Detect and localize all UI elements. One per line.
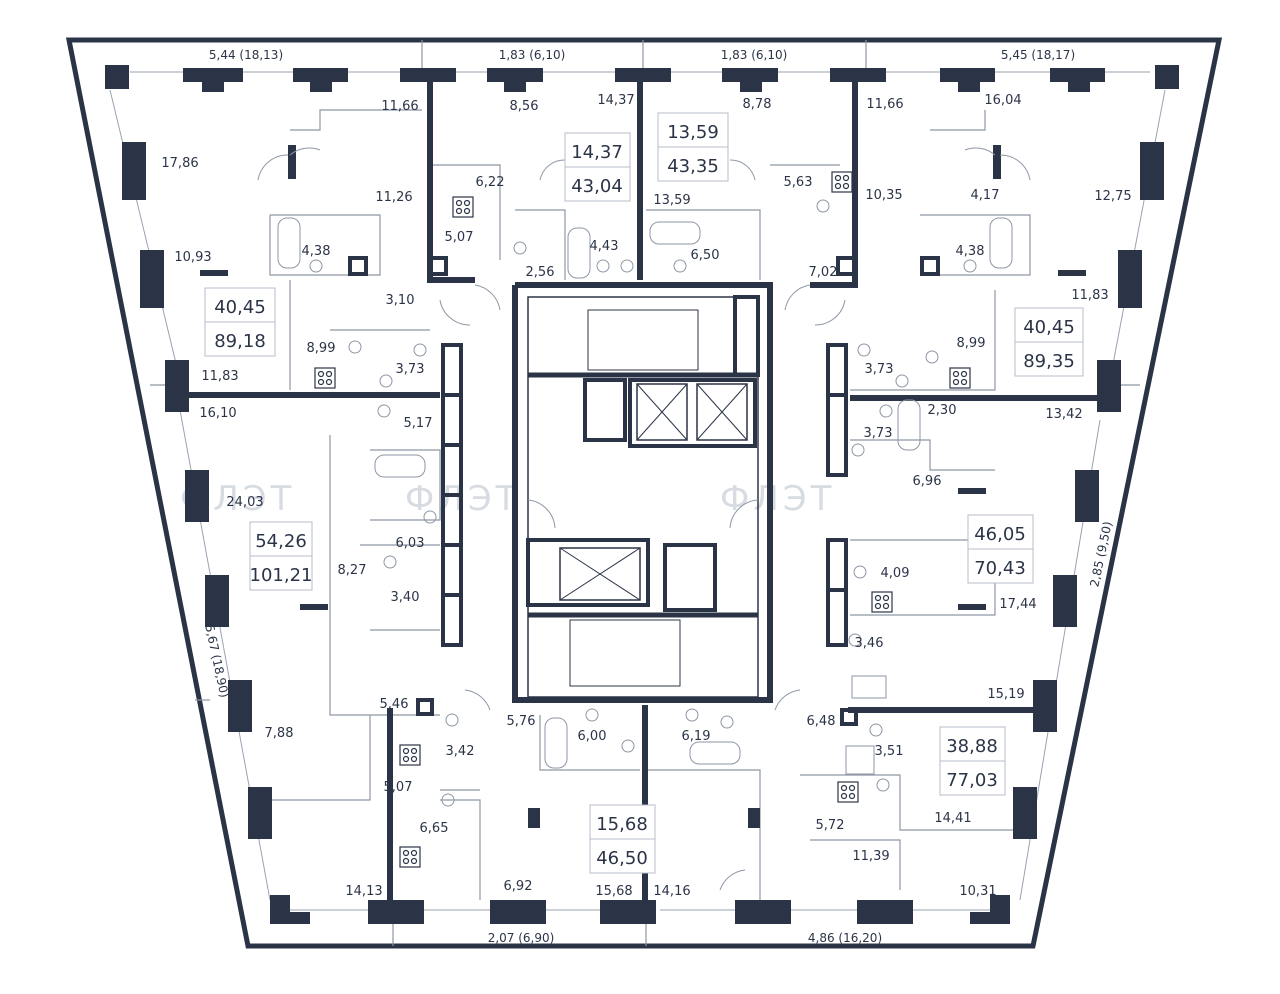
room-area-label: 4,38 [302,244,331,259]
room-area-label: 5,63 [784,175,813,190]
room-area-label: 3,46 [855,636,884,651]
room-area-label: 3,42 [446,744,475,759]
stoves [314,171,971,868]
room-area-label: 10,31 [959,884,996,899]
room-area-label: 6,03 [396,536,425,551]
apartment-living-area: 40,45 [1023,317,1075,338]
room-area-label: 6,48 [807,714,836,729]
room-area-label: 13,59 [653,193,690,208]
apartment-total-area: 89,35 [1023,351,1075,372]
apartment-living-area: 14,37 [571,142,623,163]
room-area-label: 24,03 [226,495,263,510]
room-area-label: 10,93 [174,250,211,265]
room-area-label: 14,37 [597,93,634,108]
room-area-label: 6,96 [913,474,942,489]
room-area-label: 10,35 [865,188,902,203]
room-area-label: 3,10 [386,293,415,308]
fixtures [257,147,1031,891]
room-area-label: 8,27 [338,563,367,578]
room-area-label: 8,99 [307,341,336,356]
room-area-label: 8,56 [510,99,539,114]
room-area-label: 5,46 [380,697,409,712]
room-area-label: 11,66 [866,97,903,112]
columns [105,65,1179,924]
room-area-label: 14,16 [653,884,690,899]
facade-dimensions: 5,44 (18,13) 1,83 (6,10) 1,83 (6,10) 5,4… [202,48,1115,945]
room-labels: 11,66 8,56 14,37 8,78 11,66 16,04 17,86 … [161,93,1131,899]
apartment-total-area: 46,50 [596,848,648,869]
room-area-label: 6,22 [476,175,505,190]
room-area-label: 8,78 [743,97,772,112]
room-area-label: 11,83 [201,369,238,384]
room-area-label: 15,19 [987,687,1024,702]
dimension-label: 1,83 (6,10) [721,48,788,62]
room-area-label: 14,13 [345,884,382,899]
watermark-group: ФЛЭТ ФЛЭТ ФЛЭТ [180,479,835,519]
room-area-label: 6,00 [578,729,607,744]
thin-partitions [150,40,1140,946]
dimension-label: 5,44 (18,13) [209,48,283,62]
main-walls [172,82,1112,905]
room-area-label: 7,88 [265,726,294,741]
room-area-label: 4,09 [881,566,910,581]
apartment-total-area: 43,35 [667,156,719,177]
room-area-label: 3,40 [391,590,420,605]
dimension-label: 2,07 (6,90) [488,931,555,945]
room-area-label: 11,26 [375,190,412,205]
apartment-living-area: 54,26 [255,531,307,552]
room-area-label: 12,75 [1094,189,1131,204]
room-area-label: 11,39 [852,849,889,864]
apartment-total-area: 89,18 [214,331,266,352]
room-area-label: 3,73 [865,362,894,377]
shafts [348,256,940,726]
room-area-label: 6,92 [504,879,533,894]
room-area-label: 2,30 [928,403,957,418]
room-area-label: 3,73 [864,426,893,441]
room-area-label: 11,83 [1071,288,1108,303]
room-area-label: 8,99 [957,336,986,351]
room-area-label: 17,86 [161,156,198,171]
dimension-label: 1,83 (6,10) [499,48,566,62]
room-area-label: 5,72 [816,818,845,833]
room-area-label: 6,50 [691,248,720,263]
room-area-label: 15,68 [595,884,632,899]
room-area-label: 13,42 [1045,407,1082,422]
apartment-total-area: 101,21 [250,565,313,586]
room-area-label: 4,17 [971,188,1000,203]
watermark: ФЛЭТ [720,479,835,519]
room-area-label: 16,10 [199,406,236,421]
room-area-label: 5,07 [384,780,413,795]
building-outline [65,37,1223,949]
room-area-label: 5,17 [404,416,433,431]
core [526,295,760,698]
room-area-label: 4,38 [956,244,985,259]
dimension-label: 5,67 (18,90) [202,623,231,699]
apartment-total-area: 77,03 [946,770,998,791]
apartment-living-area: 40,45 [214,297,266,318]
room-area-label: 14,41 [934,811,971,826]
room-area-label: 16,04 [984,93,1021,108]
room-area-label: 3,51 [875,744,904,759]
apartment-total-area: 43,04 [571,176,623,197]
apartment-boxes [204,112,1084,874]
apartment-living-area: 38,88 [946,736,998,757]
apartment-total-area: 70,43 [974,558,1026,579]
room-area-label: 17,44 [999,597,1036,612]
apartment-living-area: 46,05 [974,524,1026,545]
room-area-label: 2,56 [526,265,555,280]
dimension-label: 4,86 (16,20) [808,931,882,945]
apartment-living-area: 15,68 [596,814,648,835]
dimension-label: 5,45 (18,17) [1001,48,1075,62]
apartment-living-area: 13,59 [667,122,719,143]
room-area-label: 7,02 [809,265,838,280]
room-area-label: 6,65 [420,821,449,836]
room-area-label: 11,66 [381,99,418,114]
room-area-label: 6,19 [682,729,711,744]
apartment-labels: 40,45 89,18 14,37 43,04 13,59 43,35 40,4… [214,122,1075,869]
room-area-label: 5,07 [445,230,474,245]
room-area-label: 4,43 [590,239,619,254]
room-area-label: 5,76 [507,714,536,729]
room-area-label: 3,73 [396,362,425,377]
